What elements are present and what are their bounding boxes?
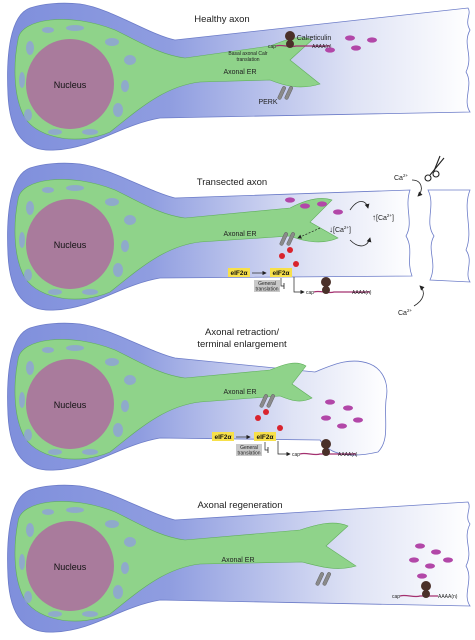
general-translation-label: General xyxy=(240,445,258,451)
perk-receptor xyxy=(259,394,276,408)
general-translation-label: translation xyxy=(237,451,260,457)
calcium-influx-arrow xyxy=(413,285,425,307)
mrna-with-ribosome: cap AAAA(n) xyxy=(392,581,458,600)
cap-label: cap xyxy=(392,594,400,600)
panel-title: Healthy axon xyxy=(194,14,249,25)
general-translation-box xyxy=(236,444,262,456)
panel-transected-axon: Nucleus Transected axon Axonal ER Ca2+ C… xyxy=(7,155,471,317)
calreticulin-proteins xyxy=(321,399,363,429)
basal-translation-label: Basal axonal Calr xyxy=(228,51,268,57)
phosphate-icon xyxy=(255,415,261,421)
ribosome-large-subunit xyxy=(421,581,431,591)
panel-title: terminal enlargement xyxy=(197,339,287,350)
er-holes xyxy=(19,345,136,455)
axonal-er-label: Axonal ER xyxy=(223,69,256,76)
mrna-with-ribosome: cap AAAA(n) xyxy=(306,277,372,296)
calreticulin-proteins xyxy=(409,543,453,579)
er-holes xyxy=(19,185,136,295)
calcium-efflux-arrow xyxy=(349,237,372,247)
ribosome-small-subunit xyxy=(322,448,330,456)
eif2a-label: eIF2α xyxy=(230,270,247,277)
basal-translation-label: translation xyxy=(236,57,259,63)
distal-axon-stump xyxy=(427,189,471,283)
er-calcium-decrease: ↓[Ca2+] xyxy=(329,225,351,234)
panel-healthy-axon: Nucleus Healthy axon Axonal ER Calreticu… xyxy=(7,2,471,151)
nucleus xyxy=(26,359,114,449)
eif2a-phosphorylated-label: eIF2α xyxy=(272,270,289,277)
ribosome-large-subunit xyxy=(321,439,331,449)
eif2a-box xyxy=(212,432,234,441)
phosphate-icon xyxy=(277,425,283,431)
polya-label: AAAA(n) xyxy=(312,44,332,50)
ribosome-small-subunit xyxy=(286,40,294,48)
nucleus xyxy=(26,39,114,129)
general-translation-box xyxy=(254,280,280,292)
axonal-er-label: Axonal ER xyxy=(223,389,256,396)
eif2a-phosphorylated-label: eIF2α xyxy=(256,434,273,441)
phosphate-icon xyxy=(263,409,269,415)
calcium-label: Ca2+ xyxy=(394,173,408,182)
general-translation-label: translation xyxy=(255,287,278,293)
eif2a-box xyxy=(254,432,276,441)
calcium-label: Ca2+ xyxy=(398,308,412,317)
mrna-with-ribosome: cap AAAA(n) xyxy=(292,439,358,458)
perk-receptor xyxy=(315,572,332,586)
nucleus-label: Nucleus xyxy=(54,562,87,572)
ribosome-small-subunit xyxy=(422,590,430,598)
perk-receptor xyxy=(277,86,294,100)
calcium-efflux-arrow xyxy=(349,201,370,211)
inhibition-line xyxy=(280,278,284,287)
translation-arrow xyxy=(293,277,305,295)
calreticulin-proteins xyxy=(325,35,377,53)
general-translation-label: General xyxy=(258,281,276,287)
translation-arrow xyxy=(277,441,291,457)
nucleus-label: Nucleus xyxy=(54,400,87,410)
nucleus xyxy=(26,199,114,289)
cap-label: cap xyxy=(292,452,300,458)
panel-axonal-regeneration: Nucleus Axonal regeneration Axonal ER ca… xyxy=(7,484,471,633)
phosphate-icon xyxy=(287,247,293,253)
inhibition-line xyxy=(264,442,268,451)
calreticulin-label: Calreticulin xyxy=(297,35,332,42)
polya-label: AAAA(n) xyxy=(338,452,358,458)
phosphate-icon xyxy=(293,261,299,267)
nucleus-label: Nucleus xyxy=(54,80,87,90)
perk-receptor xyxy=(279,232,296,246)
nucleus xyxy=(26,521,114,611)
axonal-er-label: Axonal ER xyxy=(221,557,254,564)
ribosome-large-subunit xyxy=(285,31,295,41)
er-holes xyxy=(19,507,136,617)
eif2a-box xyxy=(270,268,292,277)
er-holes xyxy=(19,25,136,135)
ribosome-small-subunit xyxy=(322,286,330,294)
eif2a-box xyxy=(228,268,250,277)
panel-title: Transected axon xyxy=(197,177,267,188)
scissors-icon xyxy=(424,155,445,182)
eif2a-label: eIF2α xyxy=(214,434,231,441)
mrna-with-ribosome: cap AAAA(n) xyxy=(268,31,332,50)
calcium-influx-arrow xyxy=(411,179,423,197)
calreticulin-proteins xyxy=(285,197,343,215)
panel-axonal-retraction: Nucleus Axonal retraction/ terminal enla… xyxy=(7,322,388,471)
perk-label: PERK xyxy=(258,99,277,106)
panel-title: Axonal retraction/ xyxy=(205,327,279,338)
dashed-activation-arrow xyxy=(297,227,321,239)
ribosome-large-subunit xyxy=(321,277,331,287)
nucleus-label: Nucleus xyxy=(54,240,87,250)
polya-label: AAAA(n) xyxy=(438,594,458,600)
polya-label: AAAA(n) xyxy=(352,290,372,296)
cytosolic-calcium-increase: ↑[Ca2+] xyxy=(372,213,394,222)
cap-label: cap xyxy=(306,290,314,296)
cap-label: cap xyxy=(268,44,276,50)
phosphate-icon xyxy=(279,253,285,259)
panel-title: Axonal regeneration xyxy=(197,500,282,511)
axonal-er-label: Axonal ER xyxy=(223,231,256,238)
